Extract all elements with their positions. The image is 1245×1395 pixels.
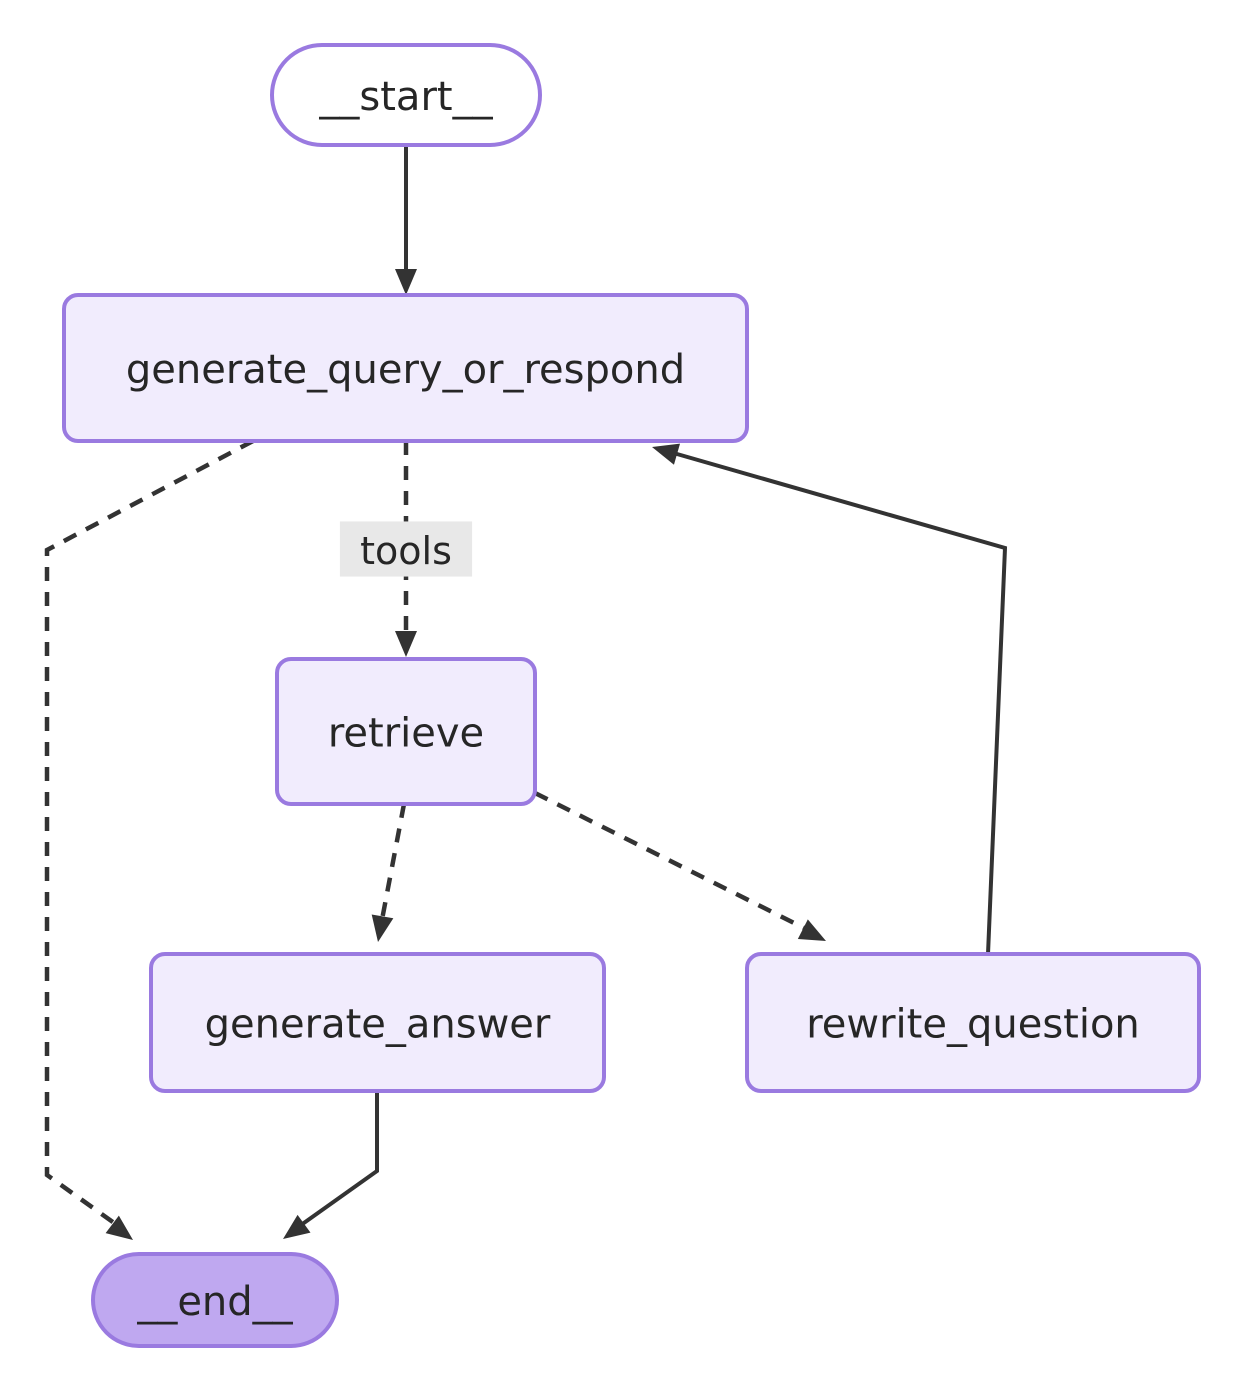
node-retrieve[interactable]: retrieve [275,657,537,806]
node-generate_answer[interactable]: generate_answer [149,952,606,1093]
edges-layer [44,145,1008,1240]
edge-label-background [339,521,473,577]
node-generate_query_or_respond[interactable]: generate_query_or_respond [62,293,749,443]
arrowhead-icon [283,1214,311,1239]
arrowhead-icon [797,919,826,941]
arrowhead-icon [371,914,394,942]
edge-labels-layer: tools [339,521,473,577]
node-shape[interactable] [62,293,749,443]
node-shape[interactable] [91,1252,339,1348]
edge-line [44,439,255,1232]
edge-line [378,803,407,926]
arrowhead-icon [395,631,417,657]
arrowhead-icon [652,443,681,465]
edge-retrieve-to-generate_answer [371,803,407,942]
node-rewrite_question[interactable]: rewrite_question [745,952,1201,1093]
edge-line [669,450,1008,955]
arrowhead-icon [395,269,417,295]
edge-rewrite_question-to-generate_query_or_respond [652,443,1008,955]
node-end[interactable]: __end__ [91,1252,339,1348]
edge-line [533,790,814,935]
node-shape[interactable] [275,657,537,806]
edge-label-tools: tools [339,521,473,577]
node-shape[interactable] [270,43,542,147]
edge-line [292,1091,379,1232]
edge-generate_query_or_respond-to-end [44,439,255,1240]
edge-start-to-generate_query_or_respond [395,145,417,295]
arrowhead-icon [105,1215,133,1240]
node-shape[interactable] [745,952,1201,1093]
edge-retrieve-to-rewrite_question [533,790,826,941]
node-start[interactable]: __start__ [270,43,542,147]
node-shape[interactable] [149,952,606,1093]
nodes-layer: __start__ generate_query_or_respondretrie… [62,43,1201,1348]
edge-generate_answer-to-end [283,1091,379,1239]
